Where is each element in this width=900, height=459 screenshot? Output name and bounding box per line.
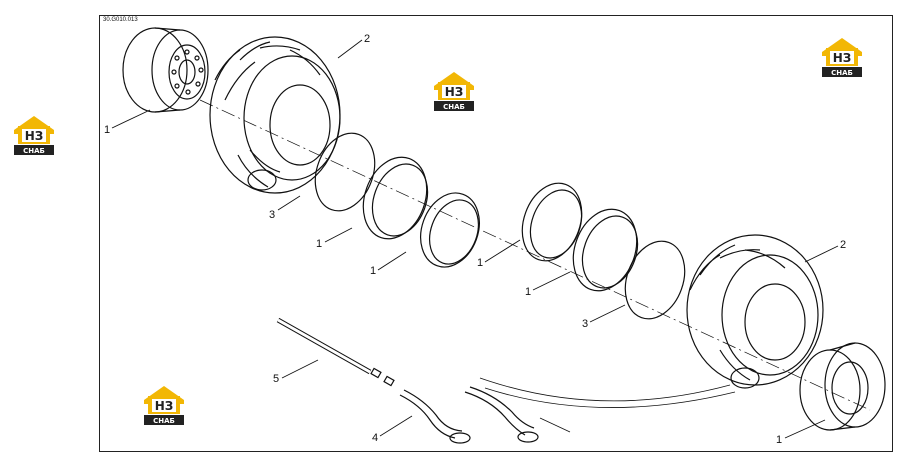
callout-1-lock-ring-left: 1 [316, 238, 322, 250]
callout-3-left-seal: 3 [269, 209, 275, 221]
callout-1-left-rim: 1 [104, 124, 110, 136]
brand-logo-icon: НЗ СНАБ [144, 386, 184, 425]
drawing-frame [99, 15, 893, 452]
lock-ring-left [362, 156, 429, 240]
brand-logo-top-right: НЗ СНАБ [818, 34, 866, 78]
ring-seal-left [314, 132, 376, 212]
ring-seal-right [624, 240, 686, 320]
air-hose [276, 317, 395, 387]
callout-2-right-tyre: 2 [840, 239, 846, 251]
callout-1-side-ring-right: 1 [477, 257, 483, 269]
side-ring-left [420, 192, 480, 268]
drawing-reference: 30.G010.013 [103, 17, 138, 23]
svg-text:СНАБ: СНАБ [153, 417, 175, 425]
brand-logo-icon: НЗ СНАБ [822, 38, 862, 77]
svg-text:СНАБ: СНАБ [23, 147, 45, 155]
callouts: 1 2 3 1 1 1 1 3 2 5 4 1 [104, 33, 846, 446]
valve-stem-right [464, 386, 539, 443]
svg-text:НЗ: НЗ [445, 85, 464, 99]
callout-2-left-tyre: 2 [364, 33, 370, 45]
svg-text:СНАБ: СНАБ [443, 103, 465, 111]
left-rim [122, 27, 209, 113]
valve-stem-left [399, 389, 471, 444]
svg-text:НЗ: НЗ [25, 129, 44, 143]
callout-1-side-ring-left: 1 [370, 265, 376, 277]
callout-3-right-seal: 3 [582, 318, 588, 330]
callout-1-right-rim: 1 [776, 434, 782, 446]
callout-4-valve: 4 [372, 432, 378, 444]
brand-logo-top-center: НЗ СНАБ [430, 68, 478, 112]
svg-text:НЗ: НЗ [833, 51, 852, 65]
lock-ring-right [572, 208, 639, 292]
svg-text:СНАБ: СНАБ [831, 69, 853, 77]
right-rim [799, 342, 886, 431]
left-tyre [209, 36, 341, 194]
svg-text:НЗ: НЗ [155, 399, 174, 413]
brand-logo-icon: НЗ СНАБ [14, 116, 54, 155]
brand-logo-icon: НЗ СНАБ [434, 72, 474, 111]
side-ring-right [521, 182, 583, 262]
brand-logo-left: НЗ СНАБ [10, 112, 58, 156]
brand-logo-bottom-left: НЗ СНАБ [140, 382, 188, 426]
callout-1-lock-ring-right: 1 [525, 286, 531, 298]
callout-5-hose: 5 [273, 373, 279, 385]
right-tyre [686, 234, 824, 389]
